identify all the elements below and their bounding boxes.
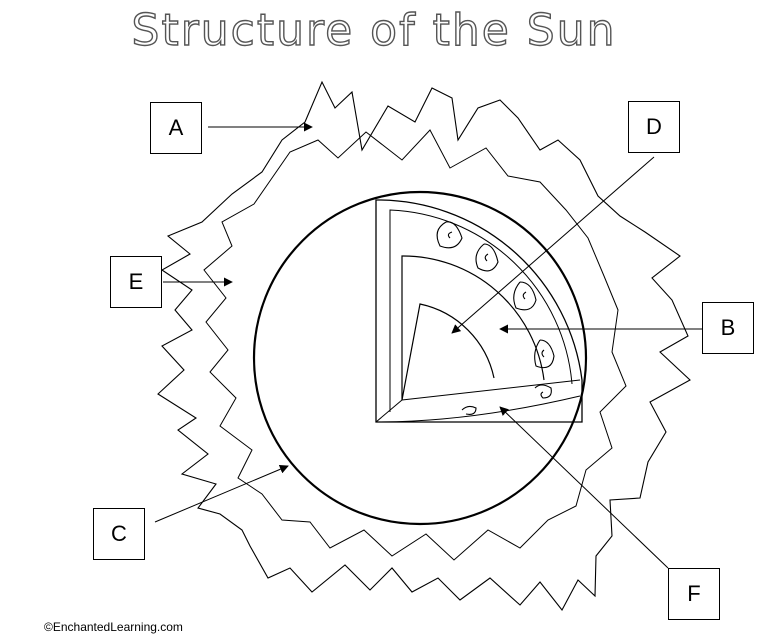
arrow-c: [155, 466, 288, 522]
label-b: B: [702, 302, 754, 354]
label-e: E: [110, 256, 162, 308]
photosphere-circle: [254, 192, 586, 524]
copyright-credit: ©EnchantedLearning.com: [44, 620, 183, 634]
label-c: C: [93, 508, 145, 560]
label-a: A: [150, 102, 202, 154]
label-d: D: [628, 101, 680, 153]
label-f: F: [668, 568, 720, 620]
